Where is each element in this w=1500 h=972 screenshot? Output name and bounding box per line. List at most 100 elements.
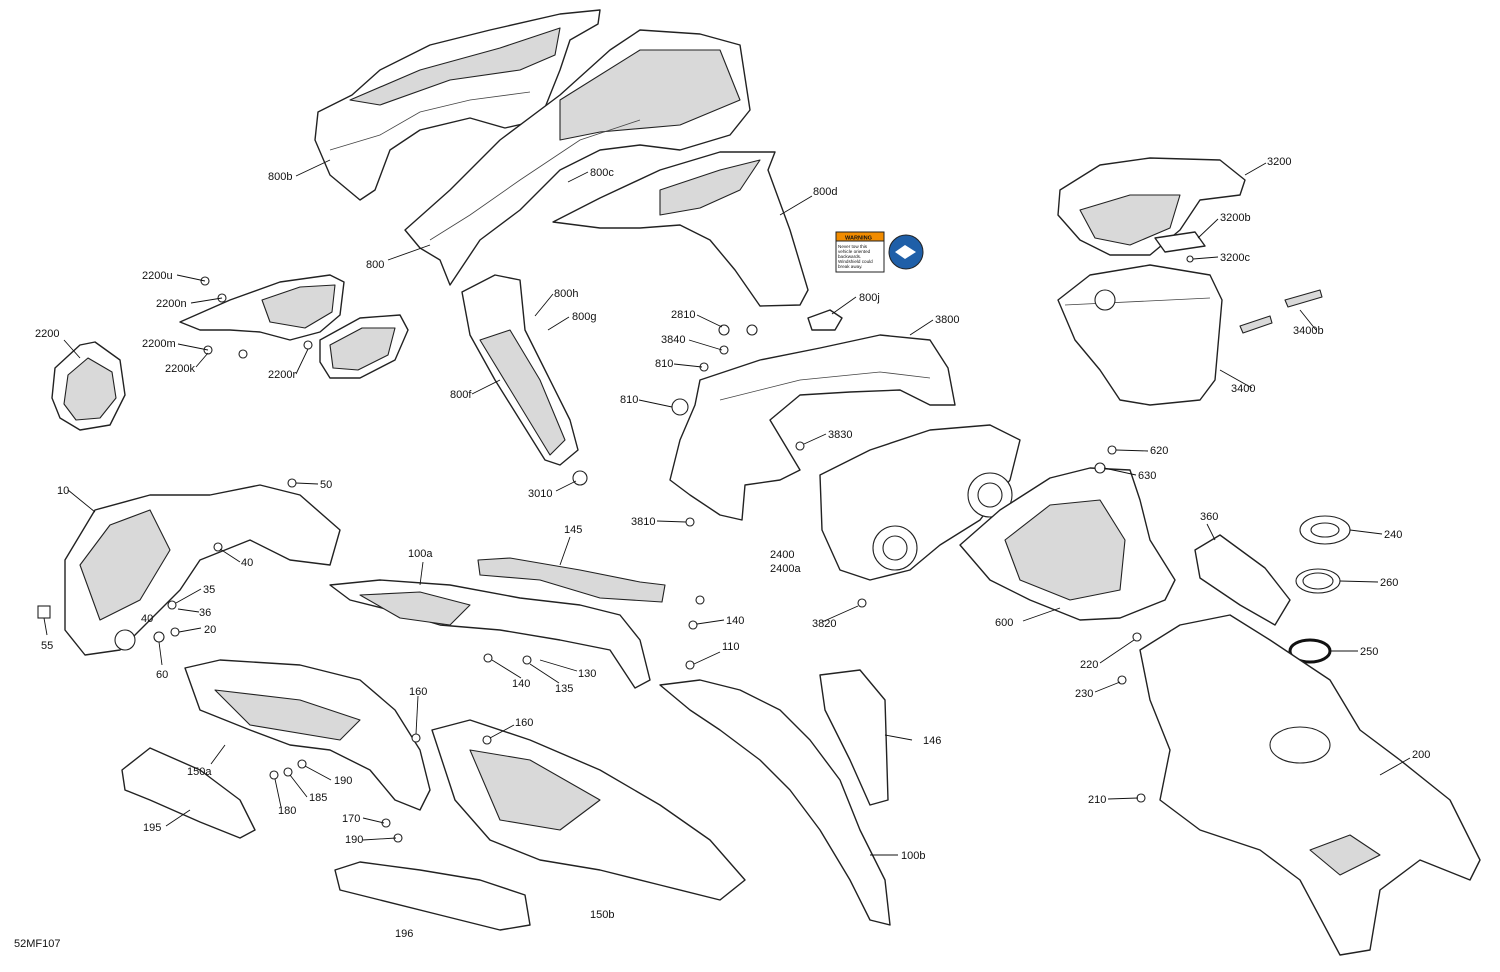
callout-label: 250 [1360,646,1378,658]
windshield-upper-part-800b [314,9,601,201]
warning-line-2: vehicle oriented [838,249,871,254]
callout-label: 100a [408,548,433,560]
callout-label: 810 [655,358,673,370]
panel-part-146 [819,669,889,806]
storage-lid-part-3200 [1057,157,1246,256]
callout-label: 360 [1200,511,1218,523]
callout-label: 130 [578,668,596,680]
callout-label: 2200m [142,338,176,350]
callout-label: 100b [901,850,925,862]
headlight-assembly-2400 [819,424,1021,581]
pad-part-195 [121,747,256,839]
panel-part-360 [1194,534,1291,626]
callout-label: 40 [241,557,253,569]
callout-label: 620 [1150,445,1168,457]
callout-label: 20 [204,624,216,636]
callout-label: 630 [1138,470,1156,482]
callout-label: 2200r [268,369,296,381]
callout-label: 160 [409,686,427,698]
callout-label: 160 [515,717,533,729]
callout-label: 140 [512,678,530,690]
callout-label: 2400a [770,563,801,575]
callout-label: 800f [450,389,472,401]
mirror-assembly-2200 [51,274,409,431]
callout-label: 40 [141,613,153,625]
callout-label: 2200u [142,270,173,282]
callout-label: 3840 [661,334,685,346]
callout-label: 60 [156,669,168,681]
callout-label: 800j [859,292,880,304]
warning-sticker: WARNING Never tow this vehicle oriented … [835,231,924,273]
callout-label: 3800 [935,314,959,326]
callout-label: 110 [722,641,740,653]
callout-label: 800g [572,311,596,323]
callout-label: 220 [1080,659,1098,671]
callout-label: 145 [564,524,582,536]
callout-label: 800h [554,288,578,300]
callout-label: 150b [590,909,614,921]
lower-panel-part-150b [431,719,746,901]
callout-label: 210 [1088,794,1106,806]
callout-label: 200 [1412,749,1430,761]
callout-label: 3830 [828,429,852,441]
callout-label: 2810 [671,309,695,321]
callout-label: 2200k [165,363,195,375]
callout-label: 150a [187,766,212,778]
warning-title: WARNING [845,236,872,242]
pad-part-196 [334,861,531,931]
callout-label: 3200 [1267,156,1291,168]
callout-label: 240 [1384,529,1402,541]
callout-label: 2400 [770,549,794,561]
inner-tray-part-600 [959,467,1176,621]
callout-label: 3400 [1231,383,1255,395]
callout-label: 55 [41,640,53,652]
callout-label: 146 [923,735,941,747]
rear-frame-part-200 [1139,614,1481,956]
callout-label: 3820 [812,618,836,630]
fuel-cap-parts [1288,515,1351,664]
callout-label: 800b [268,171,292,183]
callout-label: 3010 [528,488,552,500]
callout-label: 2200 [35,328,59,340]
callout-label: 600 [995,617,1013,629]
hardware-fasteners [37,255,1194,843]
callout-labels: 800b 800c 800d 800 800h 800g 800j 800f 2… [35,156,1430,940]
warning-line-4: Windshield could [838,259,873,264]
callout-label: 170 [342,813,360,825]
callout-label: 810 [620,394,638,406]
callout-label: 260 [1380,577,1398,589]
warning-line-3: backwards. [838,254,861,259]
storage-bin-part-3400 [1057,264,1323,406]
side-panel-part-100a [329,579,651,689]
windshield-part-800 [404,29,751,286]
callout-label: 800d [813,186,837,198]
side-panel-part-100b [659,679,891,926]
warning-line-5: break away. [838,264,862,269]
deflector-part-800d [552,151,843,331]
lower-panel-part-150a [184,659,431,811]
side-panel-part-800f [461,274,588,486]
callout-label: 140 [726,615,744,627]
callout-label: 35 [203,584,215,596]
callout-label: 190 [334,775,352,787]
leader-lines [43,159,1411,856]
callout-label: 135 [555,683,573,695]
callout-label: 195 [143,822,161,834]
callout-label: 36 [199,607,211,619]
dash-module-part-3800 [669,334,956,521]
callout-label: 196 [395,928,413,940]
callout-label: 800 [366,259,384,271]
callout-label: 190 [345,834,363,846]
diagram-code: 52MF107 [14,938,60,950]
warning-line-1: Never tow this [838,244,868,249]
callout-label: 800c [590,167,614,179]
callout-label: 180 [278,805,296,817]
callout-label: 3200b [1220,212,1251,224]
callout-label: 3400b [1293,325,1324,337]
callout-label: 230 [1075,688,1093,700]
callout-label: 50 [320,479,332,491]
trim-strip-part-145 [477,557,666,603]
callout-label: 3810 [631,516,655,528]
callout-label: 2200n [156,298,187,310]
